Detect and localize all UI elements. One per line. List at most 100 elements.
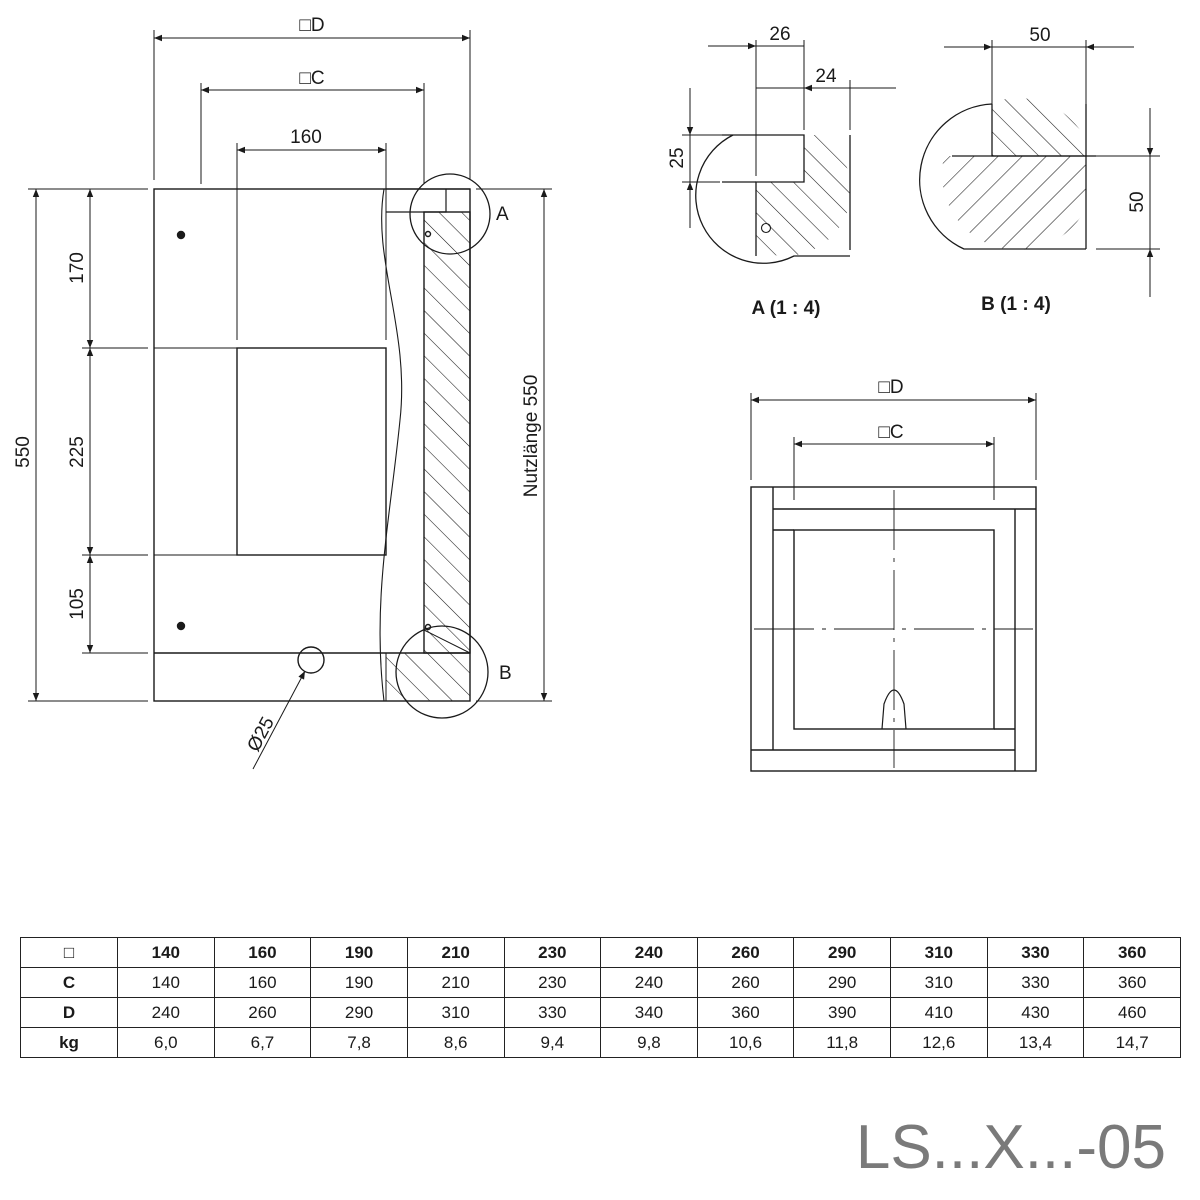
table-cell: 140 [117,967,215,998]
table-cell: 6,0 [117,1027,215,1058]
table-header-cell: 260 [696,937,795,968]
table-cell: 330 [986,967,1085,998]
small-hole-lower [424,623,432,631]
label-front-sq-d: □D [878,377,903,398]
detail-b-labels: 50 50 B (1 : 4) [981,25,1148,315]
marker-b: B [499,663,512,684]
table-header-cell: 140 [117,937,215,968]
detail-b [919,98,1096,250]
label-25: 25 [667,147,688,168]
label-50-v: 50 [1127,191,1148,212]
table-cell: 310 [890,967,988,998]
table-header-cell: □ [20,937,118,968]
table-cell: 410 [890,997,988,1028]
table-cell: 7,8 [310,1027,408,1058]
table-row: D 240 260 290 310 330 340 360 390 410 43… [20,997,1181,1028]
table-cell: 430 [986,997,1085,1028]
detail-b-arc [919,103,1086,250]
detail-circle-b [395,625,489,719]
marker-a: A [496,204,509,225]
detail-a [695,134,851,264]
table-row-label: kg [20,1027,118,1058]
label-160: 160 [290,127,322,148]
label-50-h: 50 [1029,25,1050,46]
label-24: 24 [815,66,837,87]
table-cell: 260 [696,967,795,998]
table-cell: 330 [503,997,602,1028]
hole-leader [252,670,306,770]
table-header-cell: 160 [213,937,312,968]
hatched-wall [423,211,471,654]
label-225: 225 [67,436,88,468]
table-row-label: C [20,967,118,998]
table-header-cell: 310 [890,937,988,968]
table-row: C 140 160 190 210 230 240 260 290 310 33… [20,967,1181,998]
table-cell: 13,4 [986,1027,1085,1058]
label-105: 105 [67,588,88,620]
detail-b-title: B (1 : 4) [981,294,1051,315]
table-header-cell: 210 [406,937,505,968]
table-cell: 8,6 [406,1027,505,1058]
label-front-sq-c: □C [878,422,903,443]
top-lip [386,188,470,213]
front-view-labels: □D □C [878,377,903,443]
product-code: LS...X...-05 [855,1113,1166,1182]
label-hole: Ø25 [243,714,278,756]
table-cell: 360 [696,997,795,1028]
detail-circle-a [409,173,491,255]
table-cell: 9,8 [600,1027,698,1058]
label-550: 550 [13,436,34,468]
break-line [379,188,403,702]
label-sq-c: □C [299,68,324,89]
table-cell: 290 [793,967,891,998]
table-cell: 360 [1083,967,1181,998]
detail-a-labels: 26 24 25 A (1 : 4) [667,24,837,319]
table-header-row: □ 140 160 190 210 230 240 260 290 310 33… [20,937,1181,968]
fixing-dot-lower [176,621,186,631]
table-header-cell: 330 [986,937,1085,968]
spec-table-wrapper: □ 140 160 190 210 230 240 260 290 310 33… [20,937,1181,1058]
table-header-cell: 240 [600,937,698,968]
table-cell: 340 [600,997,698,1028]
detail-a-arc [695,134,850,264]
small-hole-upper [424,230,432,238]
label-170: 170 [67,252,88,284]
bottom-corner-block [385,652,471,702]
detail-a-dimensions [682,40,896,228]
inner-window [236,347,387,556]
table-header-cell: 360 [1083,937,1181,968]
table-cell: 460 [1083,997,1181,1028]
fixing-dot-upper [176,230,186,240]
table-cell: 11,8 [793,1027,891,1058]
table-cell: 10,6 [696,1027,795,1058]
table-cell: 190 [310,967,408,998]
table-header-cell: 190 [310,937,408,968]
table-header-cell: 290 [793,937,891,968]
side-view [153,173,491,770]
label-usable-length: Nutzlänge 550 [521,375,542,498]
drain-slot [881,689,907,730]
label-sq-d: □D [299,15,324,36]
table-cell: 260 [213,997,312,1028]
detail-a-title: A (1 : 4) [752,298,821,319]
table-cell: 230 [503,967,602,998]
spec-table: □ 140 160 190 210 230 240 260 290 310 33… [20,937,1181,1058]
front-view-dimensions [750,393,1037,500]
drain-hole [297,646,325,674]
detail-a-hole [760,222,772,234]
side-view-body [153,188,471,702]
table-header-cell: 230 [503,937,602,968]
table-cell: 9,4 [503,1027,602,1058]
table-cell: 310 [406,997,505,1028]
table-cell: 390 [793,997,891,1028]
label-26: 26 [769,24,790,45]
table-cell: 240 [600,967,698,998]
table-cell: 160 [213,967,312,998]
table-cell: 290 [310,997,408,1028]
table-row: kg 6,0 6,7 7,8 8,6 9,4 9,8 10,6 11,8 12,… [20,1027,1181,1058]
front-view [750,486,1037,772]
front-view-outer [750,486,1037,772]
table-cell: 240 [117,997,215,1028]
technical-drawing: □D □C 160 550 170 225 105 Nutzlänge 550 … [13,15,1160,772]
table-cell: 14,7 [1083,1027,1181,1058]
